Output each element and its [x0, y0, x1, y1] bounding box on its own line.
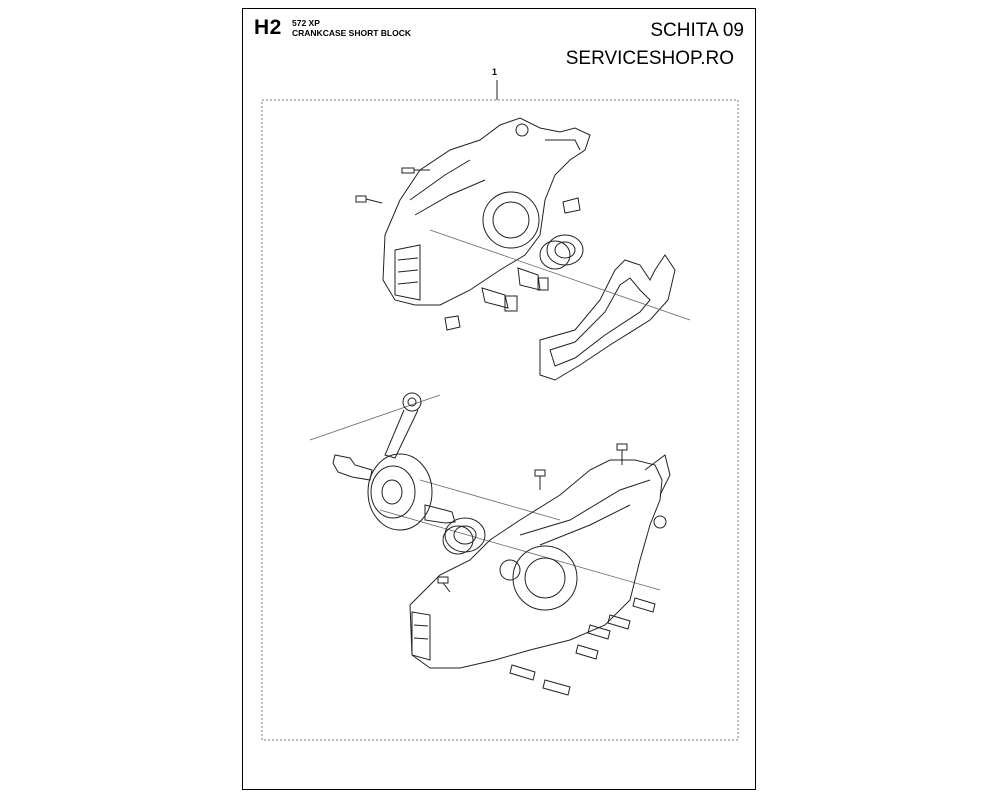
upper-screws: [355, 167, 581, 331]
upper-dowels: [481, 267, 549, 312]
upper-crankcase-half: [382, 117, 591, 306]
crankcase-gasket: [539, 254, 676, 381]
section-subtitle: CRANKCASE SHORT BLOCK: [292, 28, 411, 38]
lower-crankcase-half: [409, 454, 671, 669]
model-name: 572 XP: [292, 18, 320, 28]
section-code: H2: [254, 16, 282, 39]
callout-number: 1: [492, 67, 498, 77]
upper-bearing: [539, 234, 584, 270]
sheet-frame: [242, 8, 756, 790]
lower-screws: [437, 443, 656, 696]
crankshaft-assembly: [332, 392, 456, 531]
lower-bearing: [442, 517, 486, 555]
assembly-group-box: [261, 99, 739, 741]
sheet-label: SCHITA 09: [650, 20, 744, 41]
website-label: SERVICESHOP.RO: [565, 48, 734, 69]
model-block: 572 XP CRANKCASE SHORT BLOCK: [292, 18, 411, 38]
